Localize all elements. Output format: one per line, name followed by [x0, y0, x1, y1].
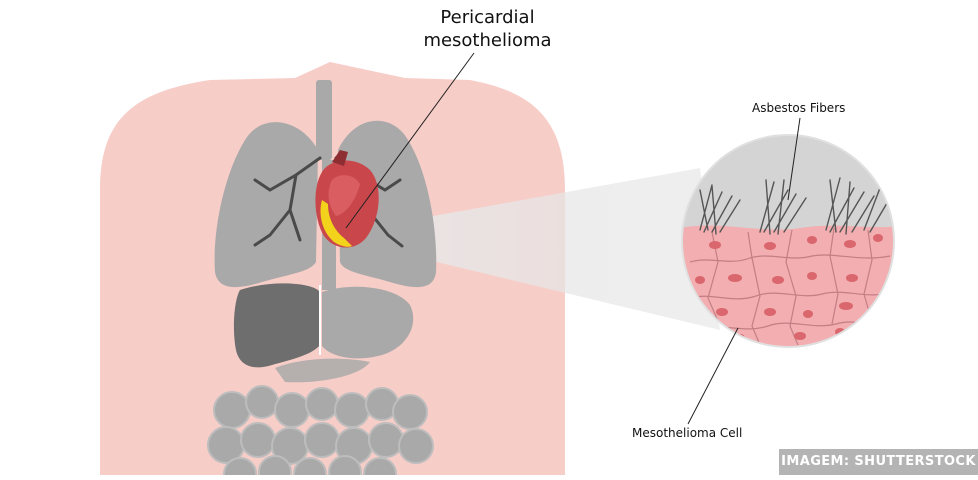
- label-line-2: mesothelioma: [400, 29, 575, 52]
- asbestos-fibers-label: Asbestos Fibers: [752, 101, 845, 115]
- label-line-1: Pericardial: [400, 6, 575, 29]
- pericardial-mesothelioma-label: Pericardial mesothelioma: [400, 6, 575, 52]
- fiber-zone: [680, 130, 900, 230]
- leader-line-cell: [688, 328, 738, 424]
- trachea: [316, 80, 332, 160]
- image-credit: IMAGEM: SHUTTERSTOCK: [779, 449, 978, 475]
- mesothelioma-cell-label: Mesothelioma Cell: [632, 426, 742, 440]
